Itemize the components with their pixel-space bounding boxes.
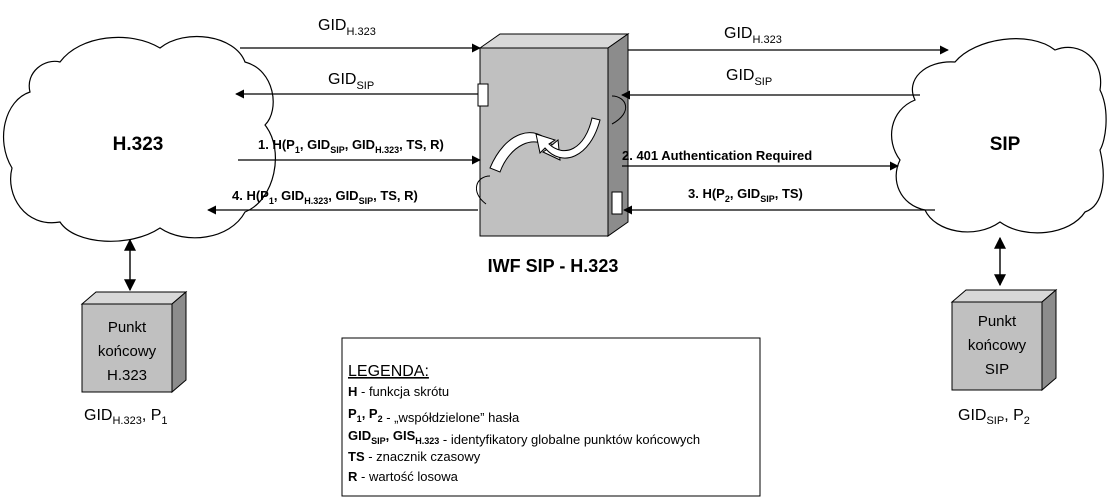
iwf-arc-lower-left <box>476 175 491 205</box>
h323-endpoint-line-2: końcowy <box>98 343 157 360</box>
sip-cloud-label: SIP <box>990 134 1021 155</box>
gid-sip-right-label: GIDSIP <box>726 67 772 88</box>
arrow-msg-3: 3. H(P2, GIDSIP, TS) <box>623 186 935 215</box>
h323-endpoint-line-3: H.323 <box>107 367 147 384</box>
legend-item-timestamp: TS - znacznik czasowy <box>348 449 481 464</box>
legend-box: LEGENDA: H - funkcja skrótu P1, P2 - „ws… <box>341 337 761 497</box>
arrow-msg-4: 4. H(P1, GIDH.323, GIDSIP, TS, R) <box>207 188 478 215</box>
iwf-box: IWF SIP - H.323 <box>476 33 630 276</box>
sip-endpoint-line-1: Punkt <box>978 313 1017 330</box>
msg-1-label: 1. H(P1, GIDSIP, GIDH.323, TS, R) <box>258 137 444 155</box>
h323-endpoint-box: Punkt końcowy H.323 <box>80 290 188 394</box>
arrow-gid-h323-right: GIDH.323 <box>628 25 949 55</box>
iwf-label: IWF SIP - H.323 <box>488 256 619 276</box>
sip-cloud: SIP <box>891 38 1107 234</box>
gid-h323-right-label: GIDH.323 <box>724 25 782 46</box>
sip-endpoint-caption: GIDSIP, P2 <box>958 407 1030 427</box>
sip-endpoint-box: Punkt końcowy SIP <box>950 288 1058 392</box>
h323-cloud-label: H.323 <box>113 134 164 155</box>
msg-3-label: 3. H(P2, GIDSIP, TS) <box>688 186 803 204</box>
h323-cloud: H.323 <box>2 35 276 242</box>
arrow-msg-1: 1. H(P1, GIDSIP, GIDH.323, TS, R) <box>238 137 481 165</box>
msg-4-label: 4. H(P1, GIDH.323, GIDSIP, TS, R) <box>232 188 418 206</box>
legend-item-passwords: P1, P2 - „współdzielone” hasła <box>348 406 520 425</box>
sip-cloud-shape <box>891 38 1107 234</box>
legend-title: LEGENDA: <box>348 363 429 380</box>
arrow-gid-sip-left: GIDSIP <box>235 71 478 99</box>
iwf-port-top-left <box>477 83 489 107</box>
sip-endpoint-line-3: SIP <box>985 361 1009 378</box>
h323-endpoint-caption: GIDH.323, P1 <box>84 407 168 427</box>
gid-h323-left-label: GIDH.323 <box>318 17 376 38</box>
iwf-arc-upper-right <box>611 95 626 125</box>
arrow-msg-2: 2. 401 Authentication Required <box>622 148 899 171</box>
msg-2-label: 2. 401 Authentication Required <box>622 148 812 163</box>
legend-item-hash: H - funkcja skrótu <box>348 384 449 399</box>
gid-sip-left-label: GIDSIP <box>328 71 374 92</box>
iwf-curve-arrow-left <box>535 117 601 159</box>
arrow-gid-h323-left: GIDH.323 <box>240 17 481 53</box>
legend-item-random: R - wartość losowa <box>348 469 459 484</box>
iwf-port-bottom-right <box>611 191 623 215</box>
arrow-gid-sip-right: GIDSIP <box>621 67 920 100</box>
h323-endpoint-line-1: Punkt <box>108 319 147 336</box>
sip-endpoint-line-2: końcowy <box>968 337 1027 354</box>
iwf-box-top <box>478 33 630 49</box>
legend-item-global-ids: GIDSIP, GISH.323 - identyfikatory global… <box>348 428 700 447</box>
h323-cloud-shape <box>2 35 276 242</box>
